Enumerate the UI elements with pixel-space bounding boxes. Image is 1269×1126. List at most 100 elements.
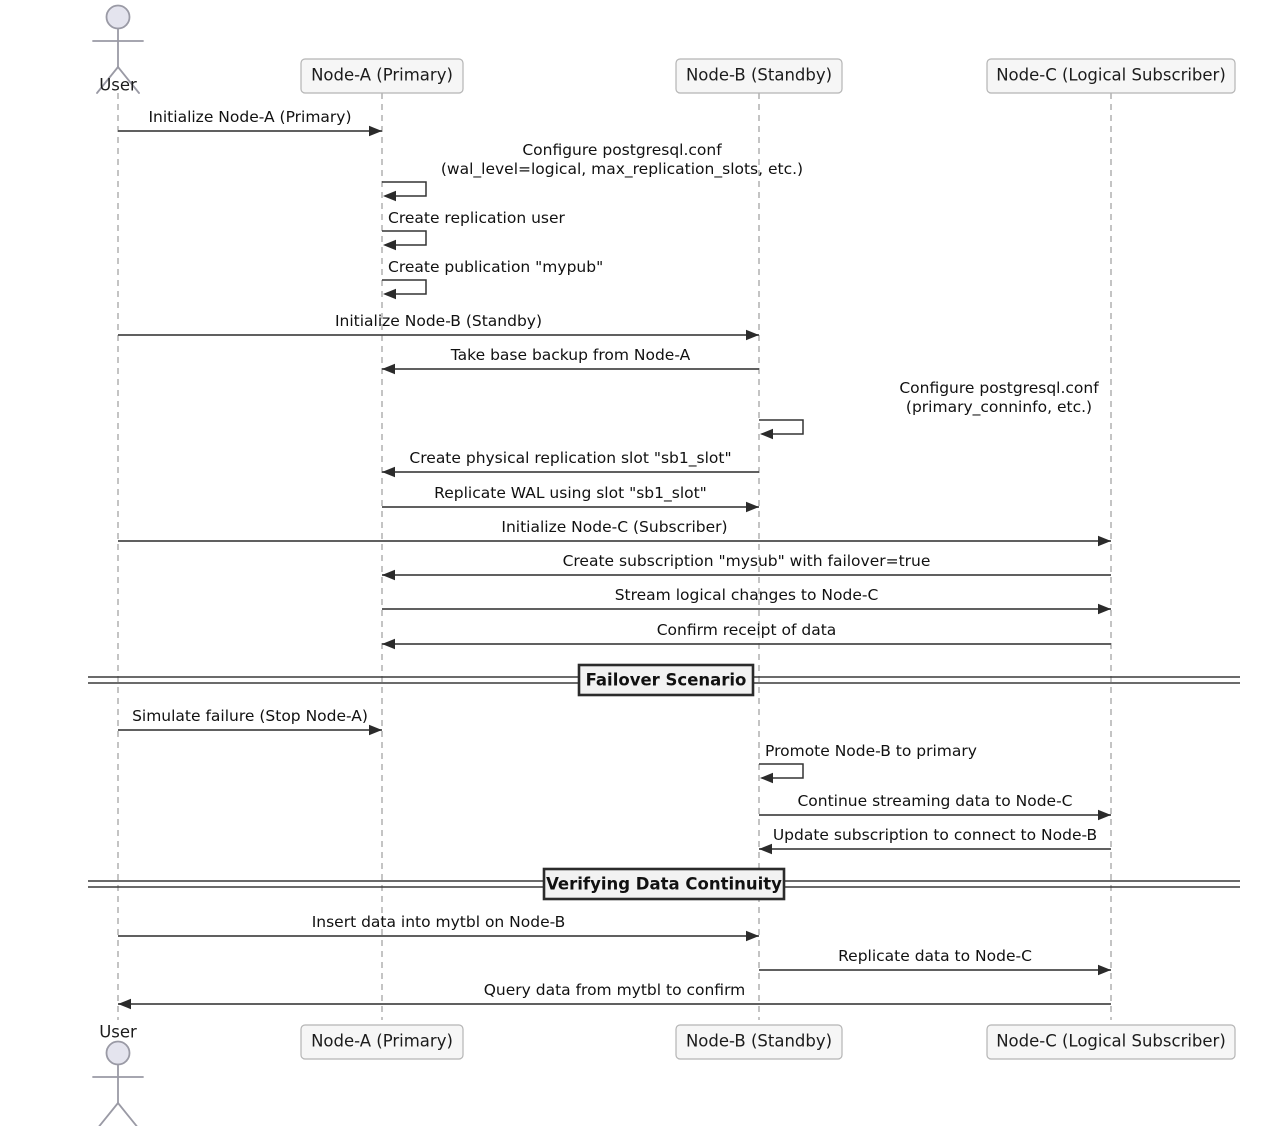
message-label-9-line-0: Replicate WAL using slot "sb1_slot" <box>434 484 707 503</box>
participant-node_b-top[interactable]: Node-B (Standby) <box>675 58 843 94</box>
message-14[interactable]: Simulate failure (Stop Node-A) <box>118 707 382 736</box>
participant-box-node_b[interactable] <box>675 58 843 94</box>
arrowhead-icon <box>383 288 396 300</box>
message-label-13-line-0: Confirm receipt of data <box>657 621 837 639</box>
divider-verifying: Verifying Data Continuity <box>88 867 1240 901</box>
arrowhead-icon <box>760 772 773 784</box>
arrowhead-icon <box>369 125 382 137</box>
message-label-7-line-1: (primary_conninfo, etc.) <box>906 398 1092 417</box>
message-8[interactable]: Create physical replication slot "sb1_sl… <box>382 449 759 478</box>
message-20[interactable]: Query data from mytbl to confirm <box>118 981 1111 1010</box>
actor-user-top <box>92 4 144 94</box>
participant-label-node_a: Node-A (Primary) <box>311 66 453 85</box>
participant-label-node_c: Node-C (Logical Subscriber) <box>996 1032 1226 1051</box>
participant-label-node_b: Node-B (Standby) <box>686 66 832 85</box>
message-18[interactable]: Insert data into mytbl on Node-B <box>118 913 759 942</box>
message-17[interactable]: Update subscription to connect to Node-B <box>759 826 1111 855</box>
message-3[interactable]: Create replication user <box>382 209 566 251</box>
actor-head-icon <box>105 1040 131 1066</box>
message-12[interactable]: Stream logical changes to Node-C <box>382 586 1111 615</box>
arrowhead-icon <box>383 239 396 251</box>
message-label-2-line-0: Configure postgresql.conf <box>522 141 722 159</box>
participant-box-node_c[interactable] <box>986 58 1236 94</box>
message-4[interactable]: Create publication "mypub" <box>382 258 603 300</box>
message-10[interactable]: Initialize Node-C (Subscriber) <box>118 518 1111 547</box>
participant-box-node_c[interactable] <box>986 1024 1236 1060</box>
arrowhead-icon <box>382 466 395 478</box>
message-6[interactable]: Take base backup from Node-A <box>382 346 759 375</box>
divider-label-text: Verifying Data Continuity <box>546 875 782 894</box>
message-label-7-line-0: Configure postgresql.conf <box>899 379 1099 397</box>
arrowhead-icon <box>1098 964 1111 976</box>
self-message-path <box>759 419 804 435</box>
message-7[interactable]: Configure postgresql.conf(primary_connin… <box>759 379 1099 440</box>
messages-layer: Initialize Node-A (Primary) Configure pos… <box>118 108 1111 1010</box>
participant-node_a-bottom[interactable]: Node-A (Primary) <box>300 1024 464 1060</box>
arrowhead-icon <box>1098 535 1111 547</box>
message-1[interactable]: Initialize Node-A (Primary) <box>118 108 382 137</box>
actor-leg-right <box>117 66 140 94</box>
message-label-16-line-0: Continue streaming data to Node-C <box>797 792 1072 810</box>
arrowhead-icon <box>382 569 395 581</box>
actor-head-icon <box>105 4 131 30</box>
message-label-6-line-0: Take base backup from Node-A <box>450 346 691 364</box>
arrowhead-icon <box>759 843 772 855</box>
arrowhead-icon <box>760 428 773 440</box>
divider-label-box <box>542 867 786 901</box>
message-label-14-line-0: Simulate failure (Stop Node-A) <box>132 707 368 725</box>
message-label-5-line-0: Initialize Node-B (Standby) <box>335 312 542 330</box>
participant-node_c-top[interactable]: Node-C (Logical Subscriber) <box>986 58 1236 94</box>
arrowhead-icon <box>382 363 395 375</box>
message-2[interactable]: Configure postgresql.conf(wal_level=logi… <box>382 141 803 202</box>
participant-node_a-top[interactable]: Node-A (Primary) <box>300 58 464 94</box>
message-label-8-line-0: Create physical replication slot "sb1_sl… <box>409 449 731 468</box>
lifelines-layer <box>117 93 1112 1020</box>
actor-leg-right <box>117 1102 138 1126</box>
actor-label-user-top: User <box>99 76 137 95</box>
self-message-path <box>382 230 427 246</box>
participant-box-node_a[interactable] <box>300 1024 464 1060</box>
message-label-17-line-0: Update subscription to connect to Node-B <box>773 826 1097 844</box>
message-label-20-line-0: Query data from mytbl to confirm <box>484 981 746 999</box>
divider-label-text: Failover Scenario <box>586 671 747 690</box>
arrowhead-icon <box>382 638 395 650</box>
participant-node_b-bottom[interactable]: Node-B (Standby) <box>675 1024 843 1060</box>
self-message-path <box>382 181 427 197</box>
message-label-11-line-0: Create subscription "mysub" with failove… <box>563 552 931 570</box>
actor-user-bottom <box>92 1040 144 1126</box>
message-label-12-line-0: Stream logical changes to Node-C <box>615 586 879 604</box>
message-11[interactable]: Create subscription "mysub" with failove… <box>382 552 1111 581</box>
message-label-2-line-1: (wal_level=logical, max_replication_slot… <box>441 160 803 179</box>
arrowhead-icon <box>1098 809 1111 821</box>
self-message-path <box>759 763 804 779</box>
message-label-1-line-0: Initialize Node-A (Primary) <box>148 108 351 126</box>
message-9[interactable]: Replicate WAL using slot "sb1_slot" <box>382 484 759 513</box>
actor-label-user-bottom: User <box>99 1023 137 1042</box>
arrowhead-icon <box>746 930 759 942</box>
message-label-18-line-0: Insert data into mytbl on Node-B <box>312 913 566 931</box>
message-5[interactable]: Initialize Node-B (Standby) <box>118 312 759 341</box>
message-label-15-line-0: Promote Node-B to primary <box>765 742 977 760</box>
message-label-19-line-0: Replicate data to Node-C <box>838 947 1032 965</box>
arrowhead-icon <box>1098 603 1111 615</box>
participant-label-node_b: Node-B (Standby) <box>686 1032 832 1051</box>
arrowhead-icon <box>118 998 131 1010</box>
participant-box-node_a[interactable] <box>300 58 464 94</box>
message-19[interactable]: Replicate data to Node-C <box>759 947 1111 976</box>
participant-node_c-bottom[interactable]: Node-C (Logical Subscriber) <box>986 1024 1236 1060</box>
message-16[interactable]: Continue streaming data to Node-C <box>759 792 1111 821</box>
actor-leg-left <box>98 1102 119 1126</box>
arrowhead-icon <box>383 190 396 202</box>
message-13[interactable]: Confirm receipt of data <box>382 621 1111 650</box>
arrowhead-icon <box>746 501 759 513</box>
actor-leg-left <box>96 66 119 94</box>
arrowhead-icon <box>369 724 382 736</box>
arrowhead-icon <box>746 329 759 341</box>
message-15[interactable]: Promote Node-B to primary <box>759 742 977 784</box>
participant-label-node_c: Node-C (Logical Subscriber) <box>996 66 1226 85</box>
participant-box-node_b[interactable] <box>675 1024 843 1060</box>
participant-label-node_a: Node-A (Primary) <box>311 1032 453 1051</box>
